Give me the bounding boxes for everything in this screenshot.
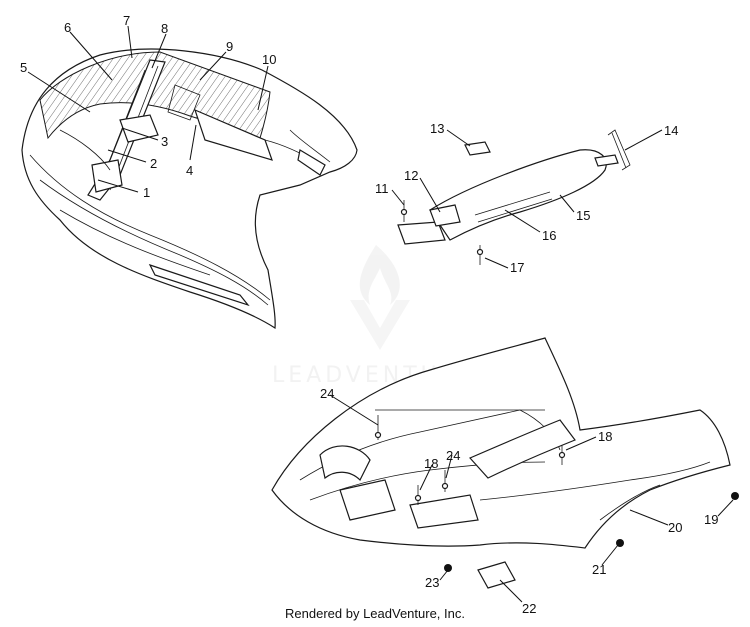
callout-3: 3 [161, 134, 168, 149]
callout-15: 15 [576, 208, 590, 223]
callout-6: 6 [64, 20, 71, 35]
callout-23: 23 [425, 575, 439, 590]
callout-7: 7 [123, 13, 130, 28]
callout-24b: 24 [446, 448, 460, 463]
callout-labels: 1 2 3 4 5 6 7 8 9 10 11 12 13 14 15 16 1… [20, 13, 718, 616]
callout-21: 21 [592, 562, 606, 577]
callout-1: 1 [143, 185, 150, 200]
callout-19: 19 [704, 512, 718, 527]
callout-10: 10 [262, 52, 276, 67]
leader-lines [27, 25, 734, 603]
callout-4: 4 [186, 163, 193, 178]
callout-9: 9 [226, 39, 233, 54]
callout-14: 14 [664, 123, 678, 138]
callout-5: 5 [20, 60, 27, 75]
callout-18a: 18 [598, 429, 612, 444]
footer-credit: Rendered by LeadVenture, Inc. [285, 606, 465, 621]
trim-bracket-assembly [397, 129, 631, 265]
callout-24a: 24 [320, 386, 334, 401]
belly-pan-assembly [271, 337, 739, 589]
callout-11: 11 [375, 181, 389, 196]
hood-assembly [21, 48, 358, 330]
callout-2: 2 [150, 156, 157, 171]
callout-13: 13 [430, 121, 444, 136]
callout-20: 20 [668, 520, 682, 535]
callout-8: 8 [161, 21, 168, 36]
callout-16: 16 [542, 228, 556, 243]
callout-12: 12 [404, 168, 418, 183]
callout-22: 22 [522, 601, 536, 616]
callout-17: 17 [510, 260, 524, 275]
callout-18b: 18 [424, 456, 438, 471]
